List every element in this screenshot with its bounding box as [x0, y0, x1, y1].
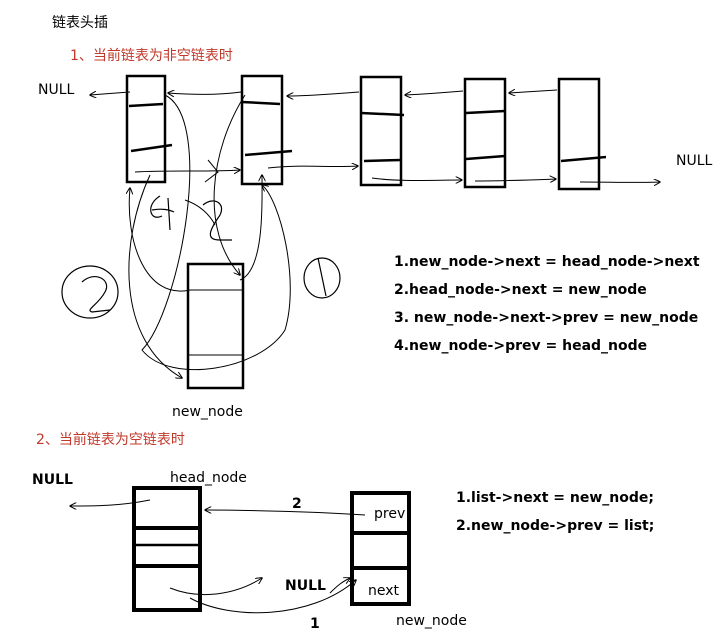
case2-new-node — [350, 491, 411, 606]
case1-new-node — [186, 262, 245, 390]
case1-step-marks — [61, 195, 341, 319]
case2-head-node — [132, 486, 202, 612]
case2-null-mid: NULL — [285, 578, 326, 594]
case2-head-node-label: head_node — [170, 470, 247, 486]
case2-null-left: NULL — [32, 472, 73, 488]
case2-new-node-label: new_node — [396, 613, 467, 629]
case2-step-2: 2.new_node->prev = list; — [456, 518, 654, 534]
case2-heading: 2、当前链表为空链表时 — [36, 431, 185, 448]
case1-arrows — [90, 90, 660, 378]
case1-node-2 — [240, 74, 293, 186]
case2-arrows — [70, 499, 366, 614]
case1-null-right: NULL — [676, 153, 713, 169]
case1-node-3 — [359, 75, 405, 187]
case1-head-node — [125, 74, 173, 184]
case1-node-4 — [463, 77, 507, 189]
case1-step-3: 3. new_node->next->prev = new_node — [394, 310, 698, 326]
case1-null-left: NULL — [38, 82, 75, 98]
case2-step-number-top: 2 — [292, 496, 302, 512]
case2-step-number-bottom: 1 — [310, 616, 320, 632]
case1-step-1: 1.new_node->next = head_node->next — [394, 254, 700, 270]
case1-node-5 — [557, 77, 607, 191]
case2-next-label: next — [368, 583, 400, 599]
case1-new-node-label: new_node — [172, 404, 243, 420]
case1-step-2: 2.head_node->next = new_node — [394, 282, 647, 298]
case1-heading: 1、当前链表为非空链表时 — [70, 47, 233, 64]
case1-step-4: 4.new_node->prev = head_node — [394, 338, 647, 354]
case2-prev-label: prev — [374, 506, 405, 522]
case2-step-1: 1.list->next = new_node; — [456, 490, 654, 506]
page-title: 链表头插 — [52, 15, 108, 31]
